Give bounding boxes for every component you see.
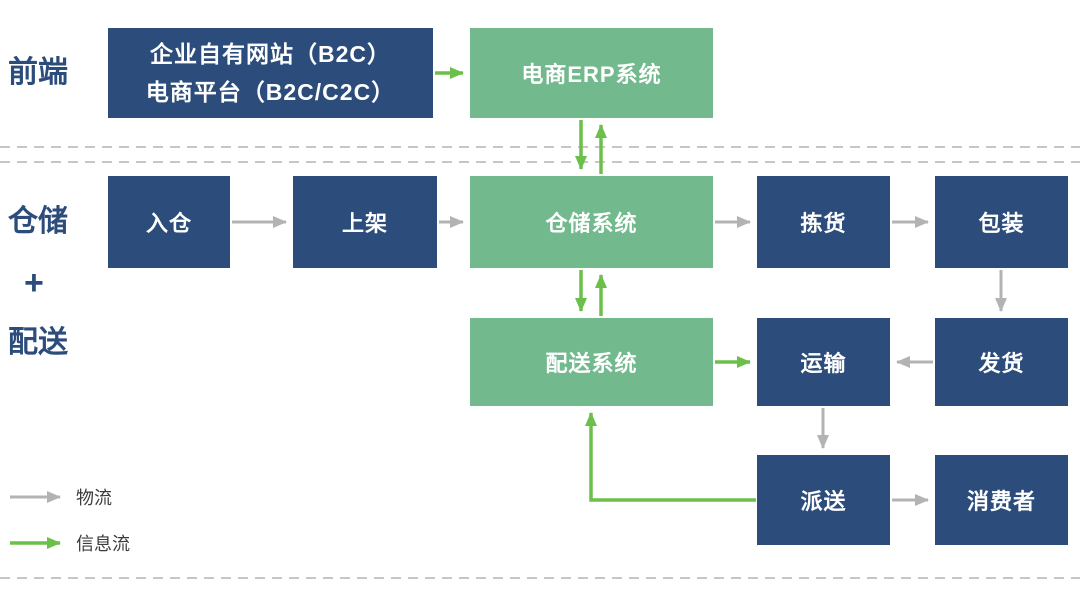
- node-tms: 配送系统: [470, 318, 713, 406]
- section-label-warehouse: 仓储: [8, 205, 68, 238]
- section-label-plus: +: [24, 264, 44, 302]
- node-wms: 仓储系统: [470, 176, 713, 268]
- node-picking: 拣货: [757, 176, 890, 268]
- node-packing: 包装: [935, 176, 1068, 268]
- node-shipping: 发货: [935, 318, 1068, 406]
- section-label-frontend: 前端: [8, 56, 68, 89]
- node-dispatch: 派送: [757, 455, 890, 545]
- node-consumer: 消费者: [935, 455, 1068, 545]
- node-website: 企业自有网站（B2C） 电商平台（B2C/C2C）: [108, 28, 433, 118]
- legend-logistics-label: 物流: [76, 488, 112, 508]
- node-transport: 运输: [757, 318, 890, 406]
- node-erp: 电商ERP系统: [470, 28, 713, 118]
- legend-information-label: 信息流: [76, 534, 130, 554]
- node-website-line2: 电商平台（B2C/C2C）: [145, 79, 396, 105]
- arrow-dispatch-to-tms: [585, 412, 756, 502]
- node-shelving: 上架: [293, 176, 437, 268]
- node-inbound: 入仓: [108, 176, 230, 268]
- section-label-delivery: 配送: [8, 326, 68, 359]
- node-website-line1: 企业自有网站（B2C）: [149, 41, 391, 67]
